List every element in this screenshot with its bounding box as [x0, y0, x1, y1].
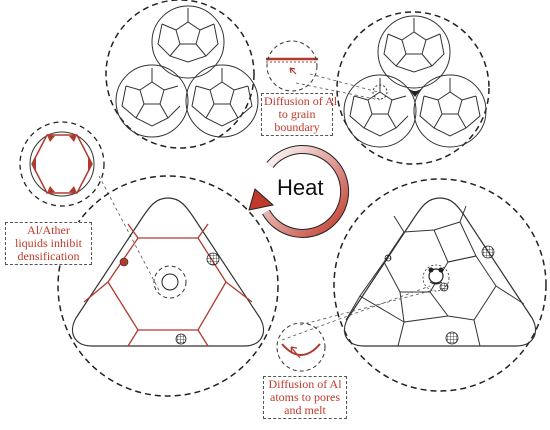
- heat-label: Heat: [277, 175, 324, 200]
- pore-4: [384, 254, 392, 262]
- particle-right-r: [413, 74, 487, 148]
- pore-5: [439, 282, 449, 292]
- particle-left-r: [343, 74, 417, 148]
- note-line: and melt: [284, 403, 326, 417]
- al-diffused-boundary: [336, 11, 490, 165]
- note-line: boundary: [274, 120, 320, 134]
- pore-melt-inset: [276, 285, 435, 372]
- particle-top: [151, 5, 225, 79]
- note-line: Diffusion of Al: [268, 377, 342, 391]
- note-line: atoms to pores: [270, 390, 340, 404]
- liquid-droplet: [119, 257, 129, 267]
- liquid-phase-inset: [19, 121, 161, 293]
- note-line: liquids inhibit: [14, 236, 82, 250]
- densified-boundary: [333, 178, 547, 392]
- compact-outline: [71, 197, 265, 347]
- initial-particles-boundary: [105, 0, 255, 149]
- neck-al-deposit: [408, 88, 422, 97]
- densified-outline: [343, 197, 537, 347]
- heat-arrow: [248, 144, 350, 238]
- note-line: to grain: [278, 107, 316, 121]
- note-line: densification: [17, 249, 80, 263]
- liquids-inhibit-note: Al/Ather liquids inhibit densification: [5, 222, 92, 265]
- inhibited-boundary: [57, 175, 279, 397]
- al-grain-boundary-inset: [266, 40, 381, 101]
- al-diffused-particles-group: [336, 11, 490, 165]
- inhibited-densification-group: [57, 175, 279, 397]
- note-line: Diffusion of Al: [264, 94, 338, 108]
- pore-3: [481, 245, 495, 259]
- particle-right: [185, 64, 259, 138]
- diffusion-grain-boundary-note: Diffusion of Al to grain boundary: [261, 93, 338, 136]
- particle-top-r: [377, 15, 451, 89]
- red-grain-boundaries: [83, 223, 253, 347]
- particle-left: [115, 64, 189, 138]
- diffusion-pores-note: Diffusion of Al atoms to pores and melt: [263, 376, 347, 419]
- pore-6: [445, 331, 459, 345]
- note-line: Al/Ather: [27, 223, 70, 237]
- grain-network: [345, 205, 525, 347]
- pore-2: [175, 333, 187, 345]
- pore-1: [206, 252, 220, 266]
- initial-particles-group: [105, 0, 259, 149]
- densified-group: [333, 178, 547, 392]
- neck-zoom-circle: [372, 84, 388, 100]
